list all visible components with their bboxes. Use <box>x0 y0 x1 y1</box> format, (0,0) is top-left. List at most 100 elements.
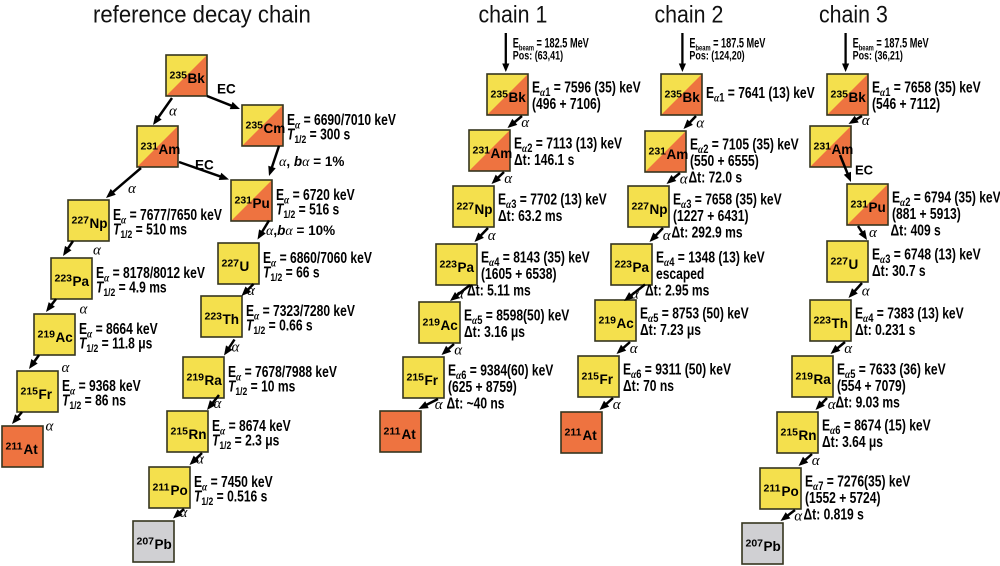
svg-text:T1/2 = 516 s: T1/2 = 516 s <box>276 200 340 221</box>
svg-text:Δt: 292.9 ms: Δt: 292.9 ms <box>672 223 743 241</box>
svg-text:α: α <box>169 103 178 119</box>
svg-text:α: α <box>93 242 102 258</box>
svg-text:EC: EC <box>217 81 236 96</box>
svg-text:Δt: 70 ns: Δt: 70 ns <box>623 376 674 394</box>
svg-text:Np: Np <box>90 216 108 231</box>
svg-text:Eα5 = 8598(50) keV: Eα5 = 8598(50) keV <box>464 306 570 327</box>
svg-text:T1/2 = 66 s: T1/2 = 66 s <box>263 263 320 284</box>
svg-text:Δt: 72.0 s: Δt: 72.0 s <box>689 168 743 186</box>
svg-text:T1/2 = 11.8 μs: T1/2 = 11.8 μs <box>79 334 153 355</box>
svg-text:Eα7 = 7276(35) keV: Eα7 = 7276(35) keV <box>805 472 911 493</box>
svg-text:T1/2 = 510 ms: T1/2 = 510 ms <box>113 220 187 241</box>
svg-text:α: α <box>613 397 622 413</box>
svg-text:α: α <box>456 287 465 303</box>
svg-text:Ac: Ac <box>441 318 459 333</box>
svg-text:α: α <box>128 181 137 197</box>
svg-text:α: α <box>214 396 223 412</box>
svg-text:215: 215 <box>781 426 799 438</box>
svg-text:223: 223 <box>814 314 832 326</box>
svg-text:Np: Np <box>650 202 668 217</box>
svg-text:Fr: Fr <box>425 373 439 388</box>
svg-text:α: α <box>812 453 821 469</box>
svg-text:Eα3 = 7702 (13) keV: Eα3 = 7702 (13) keV <box>498 190 607 211</box>
svg-text:Eα6 = 8674 (15) keV: Eα6 = 8674 (15) keV <box>822 416 931 437</box>
svg-text:Δt: 3.64 μs: Δt: 3.64 μs <box>822 432 883 450</box>
svg-text:223: 223 <box>440 258 458 270</box>
svg-text:Eα = 6690/7010 keV: Eα = 6690/7010 keV <box>287 111 397 132</box>
svg-text:Δt: 0.231 s: Δt: 0.231 s <box>855 320 916 338</box>
svg-text:Eα = 7450 keV: Eα = 7450 keV <box>194 473 273 494</box>
svg-text:Po: Po <box>171 483 188 498</box>
svg-text:215: 215 <box>171 425 189 437</box>
svg-text:At: At <box>24 442 39 457</box>
svg-text:(625 + 8759): (625 + 8759) <box>448 377 517 395</box>
svg-text:α: α <box>794 509 803 525</box>
svg-text:Rn: Rn <box>799 428 817 443</box>
svg-text:α: α <box>454 343 463 359</box>
svg-text:α: α <box>62 360 71 376</box>
svg-text:Am: Am <box>667 147 689 162</box>
svg-text:Ra: Ra <box>205 373 223 388</box>
svg-text:Δt: 2.95 ms: Δt: 2.95 ms <box>645 281 710 299</box>
svg-text:Cm: Cm <box>264 121 286 136</box>
svg-text:235: 235 <box>246 119 264 131</box>
svg-text:α: α <box>696 116 705 132</box>
svg-text:(546 + 7112): (546 + 7112) <box>872 94 940 112</box>
svg-text:chain 1: chain 1 <box>479 0 548 27</box>
svg-text:Eα4 = 7383 (13) keV: Eα4 = 7383 (13) keV <box>855 304 964 325</box>
svg-text:Eα = 8674 keV: Eα = 8674 keV <box>212 417 291 438</box>
svg-text:chain 3: chain 3 <box>819 0 888 27</box>
svg-text:Δt: 30.7 s: Δt: 30.7 s <box>872 261 926 279</box>
svg-text:231: 231 <box>235 194 253 206</box>
svg-text:Eα = 9368 keV: Eα = 9368 keV <box>62 377 141 398</box>
svg-text:U: U <box>240 259 250 274</box>
svg-text:231: 231 <box>814 140 832 152</box>
svg-text:Ebeam = 187.5 MeV: Ebeam = 187.5 MeV <box>853 37 929 53</box>
svg-text:Eα6 = 9384(60) keV: Eα6 = 9384(60) keV <box>448 361 554 382</box>
svg-text:T1/2 = 300 s: T1/2 = 300 s <box>287 125 351 146</box>
svg-text:211: 211 <box>153 481 170 493</box>
svg-text:α: α <box>80 302 89 318</box>
svg-text:Eα2 = 6794 (35) keV: Eα2 = 6794 (35) keV <box>892 188 1000 209</box>
svg-text:Eα1 = 7596 (35) keV: Eα1 = 7596 (35) keV <box>532 78 641 99</box>
svg-text:Eα1 = 7658 (35) keV: Eα1 = 7658 (35) keV <box>872 78 981 99</box>
svg-text:Δt: 0.819 s: Δt: 0.819 s <box>804 505 865 523</box>
svg-text:(1227 + 6431): (1227 + 6431) <box>673 206 748 224</box>
svg-text:231: 231 <box>851 198 869 210</box>
svg-text:231: 231 <box>473 144 491 156</box>
svg-text:At: At <box>583 428 598 443</box>
svg-text:Eα1 = 7641 (13) keV: Eα1 = 7641 (13) keV <box>706 84 815 105</box>
svg-text:215: 215 <box>407 371 425 383</box>
svg-text:211: 211 <box>565 426 582 438</box>
svg-text:α: α <box>196 452 205 468</box>
svg-text:T1/2 = 0.66 s: T1/2 = 0.66 s <box>246 316 313 337</box>
svg-text:227: 227 <box>222 257 240 269</box>
svg-text:α: α <box>488 228 497 244</box>
svg-text:207: 207 <box>137 535 155 547</box>
svg-text:escaped: escaped <box>656 264 704 282</box>
svg-text:215: 215 <box>21 385 39 397</box>
svg-text:Eα3 = 6748 (13) keV: Eα3 = 6748 (13) keV <box>872 245 981 266</box>
svg-text:α: α <box>435 397 444 413</box>
svg-text:Pa: Pa <box>633 260 650 275</box>
svg-text:T1/2 = 4.9 ms: T1/2 = 4.9 ms <box>96 278 167 299</box>
svg-text:U: U <box>849 257 859 272</box>
svg-text:235: 235 <box>491 88 509 100</box>
svg-text:Δt: 63.2 ms: Δt: 63.2 ms <box>498 206 563 224</box>
svg-text:Eα2 = 7113 (13) keV: Eα2 = 7113 (13) keV <box>514 134 623 155</box>
svg-text:Δt: 9.03 ms: Δt: 9.03 ms <box>836 393 901 411</box>
svg-text:Bk: Bk <box>683 90 701 105</box>
svg-text:Pb: Pb <box>764 539 781 554</box>
svg-text:(550 + 6555): (550 + 6555) <box>690 151 759 169</box>
svg-text:(554 + 7079): (554 + 7079) <box>837 376 906 394</box>
svg-text:Am: Am <box>159 142 181 157</box>
svg-text:Eα = 6860/7060 keV: Eα = 6860/7060 keV <box>263 249 373 270</box>
svg-text:235: 235 <box>170 69 188 81</box>
svg-text:Bk: Bk <box>509 90 527 105</box>
svg-text:Δt: 409 s: Δt: 409 s <box>891 221 942 239</box>
svg-text:Pu: Pu <box>869 200 886 215</box>
svg-text:223: 223 <box>205 310 223 322</box>
svg-text:Δt: 146.1 s: Δt: 146.1 s <box>514 150 575 168</box>
svg-text:223: 223 <box>615 258 633 270</box>
svg-text:Rn: Rn <box>189 427 207 442</box>
